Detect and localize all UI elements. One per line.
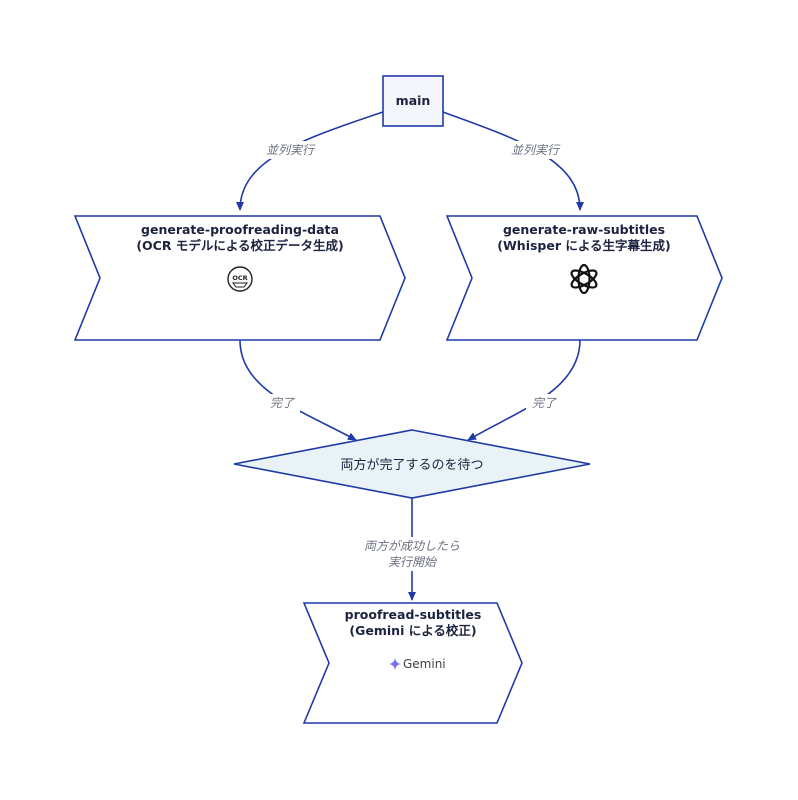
edge-proofreading-to-wait (239, 339, 357, 441)
node-proofreading-subtitle: (OCR モデルによる校正データ生成) (136, 238, 343, 253)
node-raw-title: generate-raw-subtitles (503, 222, 665, 237)
node-main[interactable]: main (382, 75, 444, 127)
edge-main-to-proofreading (236, 111, 384, 211)
node-proofread-subtitle: (Gemini による校正) (349, 623, 476, 638)
edge-label-main-to-raw: 並列実行 (507, 141, 563, 159)
svg-text:OCR: OCR (232, 274, 247, 282)
node-generate-raw-subtitles[interactable]: generate-raw-subtitles (Whisper による生字幕生成… (445, 215, 723, 341)
edge-label-raw-to-wait: 完了 (526, 394, 562, 412)
svg-text:完了: 完了 (270, 396, 295, 410)
svg-text:Gemini: Gemini (403, 657, 446, 671)
ocr-icon: OCR (227, 266, 253, 292)
node-generate-proofreading-data[interactable]: generate-proofreading-data (OCR モデルによる校正… (73, 215, 406, 341)
svg-text:両方が成功したら: 両方が成功したら (364, 539, 460, 553)
node-proofread-subtitles[interactable]: proofread-subtitles (Gemini による校正) Gemin… (302, 602, 523, 724)
edge-raw-to-wait (467, 339, 581, 441)
edge-label-wait-to-proofread: 両方が成功したら 実行開始 (358, 537, 466, 571)
svg-text:実行開始: 実行開始 (388, 555, 437, 569)
svg-text:並列実行: 並列実行 (511, 143, 561, 157)
svg-text:完了: 完了 (532, 396, 557, 410)
node-proofread-title: proofread-subtitles (345, 607, 482, 622)
openai-icon (570, 263, 598, 295)
node-proofreading-title: generate-proofreading-data (141, 222, 339, 237)
node-raw-subtitle: (Whisper による生字幕生成) (497, 238, 670, 253)
gemini-icon: Gemini (389, 657, 446, 671)
edge-main-to-raw (442, 111, 584, 211)
node-wait-both[interactable]: 両方が完了するのを待つ (233, 429, 591, 499)
edge-label-proofreading-to-wait: 完了 (264, 394, 300, 412)
svg-text:並列実行: 並列実行 (266, 143, 316, 157)
node-main-label: main (396, 93, 431, 108)
edge-label-main-to-proofreading: 並列実行 (262, 141, 318, 159)
node-wait-label: 両方が完了するのを待つ (340, 457, 483, 473)
